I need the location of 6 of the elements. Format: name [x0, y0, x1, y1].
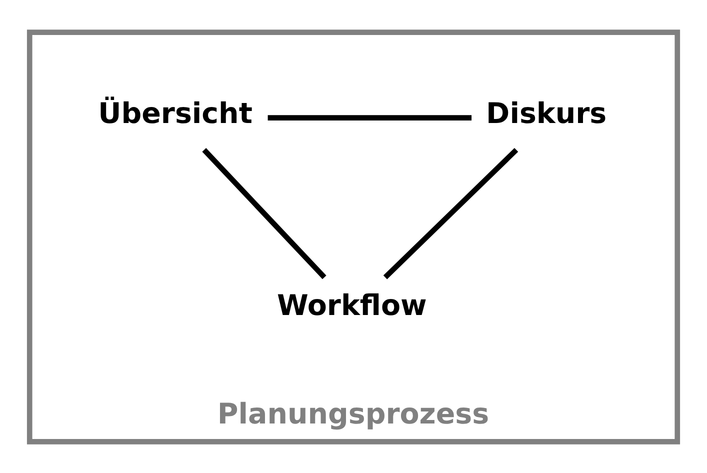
connector — [202, 148, 326, 279]
connector — [383, 147, 518, 279]
node-text: Workflow — [276, 288, 427, 322]
node-text: Übersicht — [98, 96, 252, 130]
connector — [268, 114, 472, 120]
node-text: Diskurs — [486, 96, 607, 130]
